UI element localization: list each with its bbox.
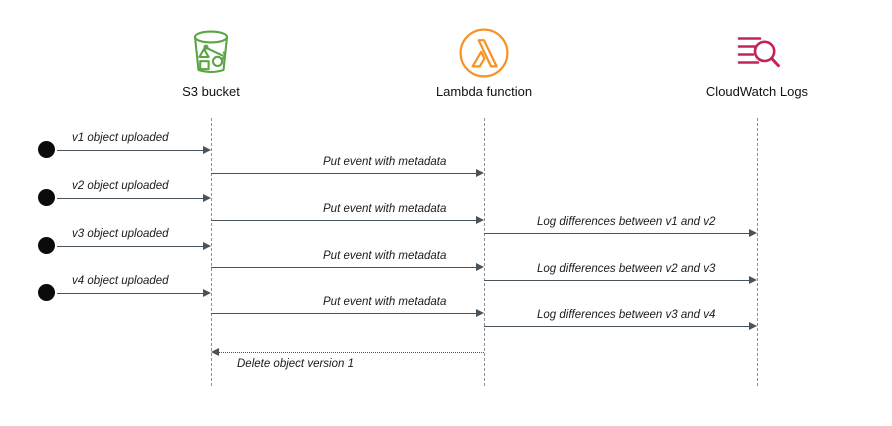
arrowhead-right-icon bbox=[749, 229, 757, 237]
message-line bbox=[484, 233, 749, 234]
arrowhead-right-icon bbox=[476, 309, 484, 317]
message-line-return bbox=[219, 352, 484, 353]
message-label: v2 object uploaded bbox=[72, 180, 169, 192]
arrowhead-right-icon bbox=[476, 263, 484, 271]
participant-label: Lambda function bbox=[435, 84, 533, 99]
message-label: Delete object version 1 bbox=[237, 358, 354, 370]
message-label: Log differences between v1 and v2 bbox=[537, 216, 716, 228]
arrowhead-right-icon bbox=[203, 242, 211, 250]
message-line bbox=[211, 267, 476, 268]
arrowhead-right-icon bbox=[476, 216, 484, 224]
arrowhead-right-icon bbox=[203, 146, 211, 154]
arrowhead-right-icon bbox=[203, 289, 211, 297]
lifeline-cloudwatch-logs bbox=[757, 118, 758, 386]
participant-label: CloudWatch Logs bbox=[705, 84, 809, 99]
message-line bbox=[484, 280, 749, 281]
message-line bbox=[57, 246, 203, 247]
participant-s3-bucket[interactable]: S3 bucket bbox=[111, 22, 311, 100]
message-label: v4 object uploaded bbox=[72, 275, 169, 287]
message-label: Log differences between v2 and v3 bbox=[537, 263, 716, 275]
s3-bucket-icon bbox=[111, 22, 311, 84]
message-line bbox=[484, 326, 749, 327]
actor-dot[interactable] bbox=[38, 237, 55, 254]
message-label: Put event with metadata bbox=[323, 250, 447, 262]
arrowhead-right-icon bbox=[476, 169, 484, 177]
arrowhead-right-icon bbox=[203, 194, 211, 202]
actor-dot[interactable] bbox=[38, 189, 55, 206]
message-line bbox=[211, 313, 476, 314]
message-line bbox=[57, 293, 203, 294]
actor-dot[interactable] bbox=[38, 141, 55, 158]
message-label: Log differences between v3 and v4 bbox=[537, 309, 716, 321]
cloudwatch-logs-icon bbox=[657, 22, 857, 84]
lifeline-lambda-function bbox=[484, 118, 485, 386]
message-label: v1 object uploaded bbox=[72, 132, 169, 144]
arrowhead-right-icon bbox=[749, 322, 757, 330]
message-line bbox=[57, 150, 203, 151]
lifeline-s3-bucket bbox=[211, 118, 212, 386]
participant-cloudwatch-logs[interactable]: CloudWatch Logs bbox=[657, 22, 857, 100]
message-label: Put event with metadata bbox=[323, 156, 447, 168]
actor-dot[interactable] bbox=[38, 284, 55, 301]
message-line bbox=[211, 220, 476, 221]
message-label: v3 object uploaded bbox=[72, 228, 169, 240]
participant-lambda-function[interactable]: Lambda function bbox=[384, 22, 584, 100]
arrowhead-right-icon bbox=[749, 276, 757, 284]
message-line bbox=[57, 198, 203, 199]
message-line bbox=[211, 173, 476, 174]
arrowhead-left-icon bbox=[211, 348, 219, 356]
lambda-function-icon bbox=[384, 22, 584, 84]
participant-label: S3 bucket bbox=[182, 84, 240, 99]
message-label: Put event with metadata bbox=[323, 203, 447, 215]
message-label: Put event with metadata bbox=[323, 296, 447, 308]
